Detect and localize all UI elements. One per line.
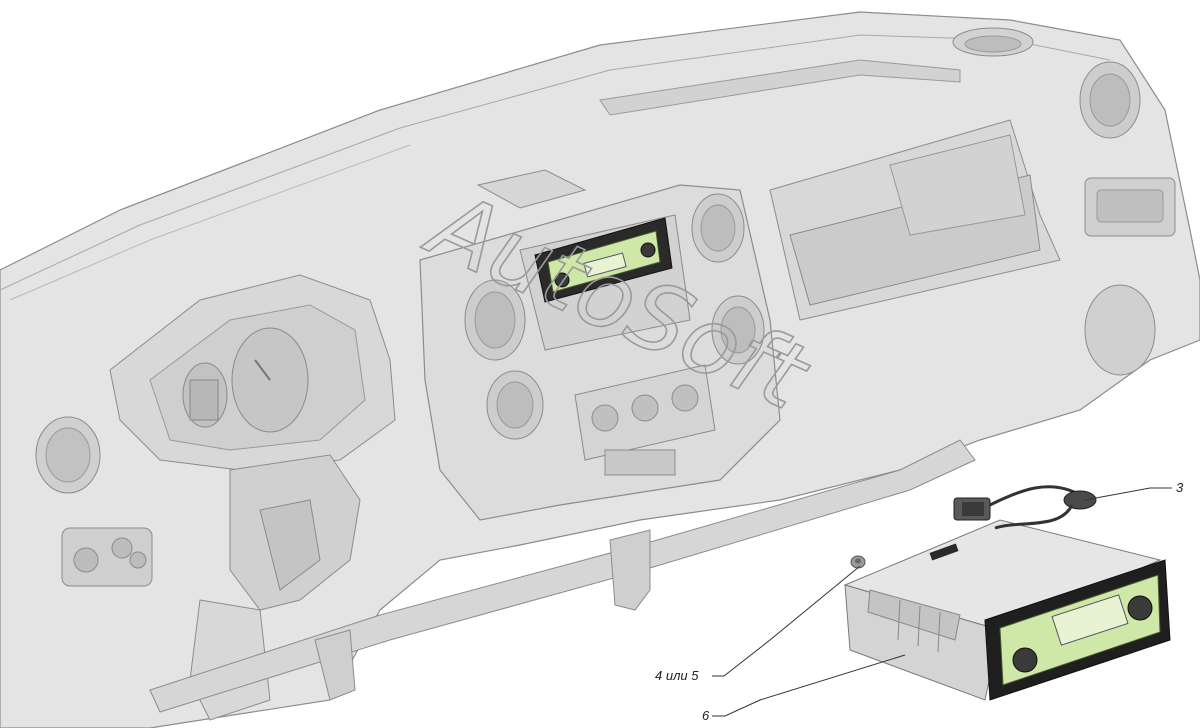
usb-cable — [953, 485, 1097, 530]
cross-beam — [149, 439, 976, 713]
radio-unit — [843, 519, 1171, 701]
installed-radio — [534, 217, 673, 303]
instrument-cluster — [109, 274, 396, 471]
glovebox — [769, 119, 1061, 321]
climate-controls — [574, 364, 716, 476]
light-switch-block — [61, 527, 153, 587]
right-vent — [1079, 61, 1176, 376]
callout-4-or-5: 4 или 5 — [655, 668, 699, 683]
lower-center-vent — [486, 370, 544, 440]
center-vent-left — [464, 279, 526, 361]
callout-6: 6 — [702, 708, 710, 723]
leader-lines — [712, 487, 1172, 717]
left-vent — [35, 416, 101, 494]
center-vent-right — [691, 193, 765, 365]
callout-3: 3 — [1176, 480, 1184, 495]
nut-fastener — [850, 555, 866, 569]
